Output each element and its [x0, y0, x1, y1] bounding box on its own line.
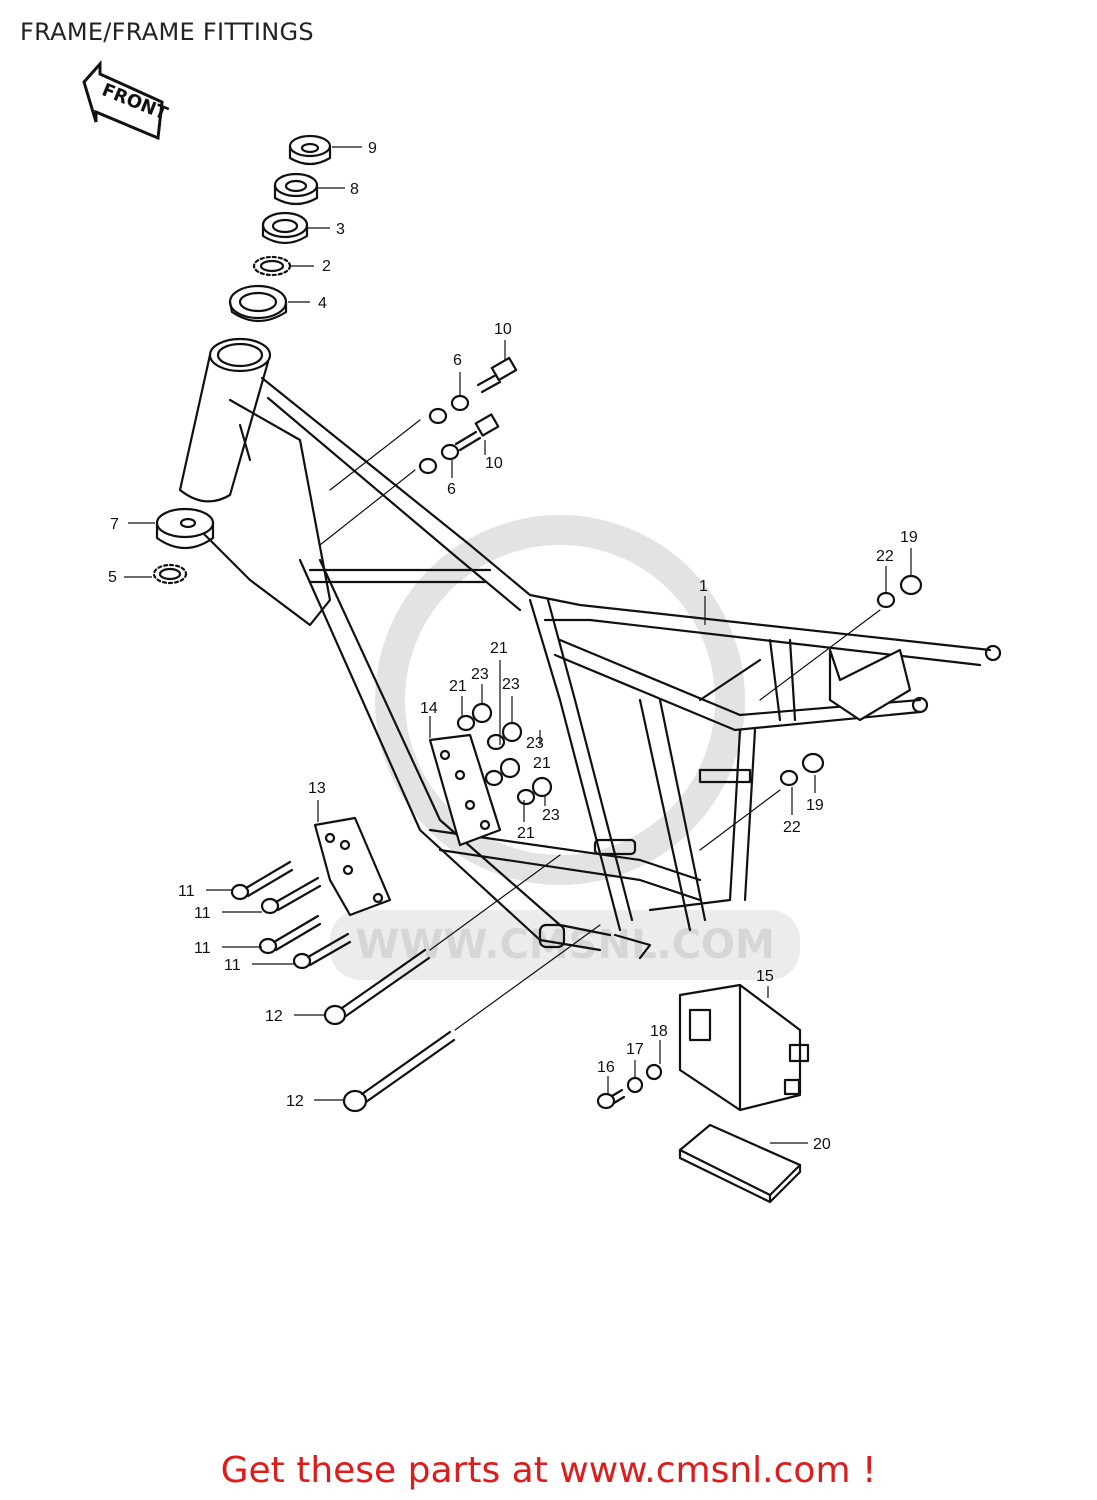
callout-3: 3: [336, 221, 345, 238]
damper-7: [155, 507, 215, 549]
lock-washer-5: [152, 563, 188, 585]
bolts-11: [230, 860, 352, 970]
callout-10-upper: 10: [494, 321, 512, 338]
bolt-10-lower: [454, 413, 500, 452]
callout-23-b: 23: [502, 676, 520, 693]
callout-23-a: 23: [471, 666, 489, 683]
pad-20: [678, 1123, 802, 1204]
leader-lines: [124, 146, 912, 1144]
callout-16: 16: [597, 1059, 615, 1076]
callout-14: 14: [420, 700, 438, 717]
nuts-21-23: [456, 702, 553, 806]
fasteners-16-17-18: [596, 1063, 663, 1110]
callout-12-b: 12: [286, 1093, 304, 1110]
callout-6-lower: 6: [447, 481, 456, 498]
callout-18: 18: [650, 1023, 668, 1040]
callout-8: 8: [350, 181, 359, 198]
callout-9: 9: [368, 140, 377, 157]
long-bolts-12: [323, 854, 601, 1113]
callout-6-upper: 6: [453, 352, 462, 369]
engine-plate-13: [313, 816, 392, 917]
callout-19-upper: 19: [900, 529, 918, 546]
callout-21-d: 21: [517, 825, 535, 842]
callout-23-d: 23: [542, 807, 560, 824]
cdi-unit-15: [678, 983, 810, 1112]
callout-11-b: 11: [194, 905, 211, 922]
callout-4: 4: [318, 295, 327, 312]
callout-11-c: 11: [194, 940, 211, 957]
callout-19-lower: 19: [806, 797, 824, 814]
front-arrow-icon: FRONT: [82, 60, 171, 141]
callout-21-a: 21: [490, 640, 508, 657]
washer-6-lower: [418, 443, 460, 475]
steering-head: [178, 337, 272, 503]
page-title: FRAME/FRAME FITTINGS: [20, 18, 314, 46]
steering-nut-9: [288, 134, 332, 166]
watermark: WWW.CMSNL.COM: [330, 515, 800, 980]
bearing-cup-4: [228, 284, 288, 323]
callout-1: 1: [699, 578, 708, 595]
bolt-10-upper: [476, 356, 518, 394]
callout-21-c: 21: [533, 755, 551, 772]
callout-22-lower: 22: [783, 819, 801, 836]
callout-20: 20: [813, 1136, 831, 1153]
callout-13: 13: [308, 780, 326, 797]
bearing-cover-8: [273, 172, 319, 206]
callouts: 9 8 3 2 4 10 6 10 6 7 5 19 22 1 21 23 21…: [108, 140, 918, 1153]
nut-19-rear-lower: [779, 752, 825, 787]
engine-plate-14: [428, 733, 502, 847]
nut-19-rear-upper: [876, 574, 923, 609]
callout-5: 5: [108, 569, 117, 586]
callout-7: 7: [110, 516, 119, 533]
callout-22-upper: 22: [876, 548, 894, 565]
callout-21-b: 21: [449, 678, 467, 695]
footer-link[interactable]: Get these parts at www.cmsnl.com !: [220, 1450, 877, 1491]
callout-2: 2: [322, 258, 331, 275]
callout-10-lower: 10: [485, 455, 503, 472]
callout-17: 17: [626, 1041, 644, 1058]
ball-retainer-2: [252, 255, 292, 277]
callout-11-d: 11: [224, 957, 241, 974]
callout-12-a: 12: [265, 1008, 283, 1025]
callout-15: 15: [756, 968, 774, 985]
washer-6-upper: [428, 394, 470, 425]
bearing-race-3: [261, 211, 309, 245]
main-frame-1: [188, 376, 1002, 960]
callout-11-a: 11: [178, 883, 195, 900]
callout-23-c: 23: [526, 735, 544, 752]
